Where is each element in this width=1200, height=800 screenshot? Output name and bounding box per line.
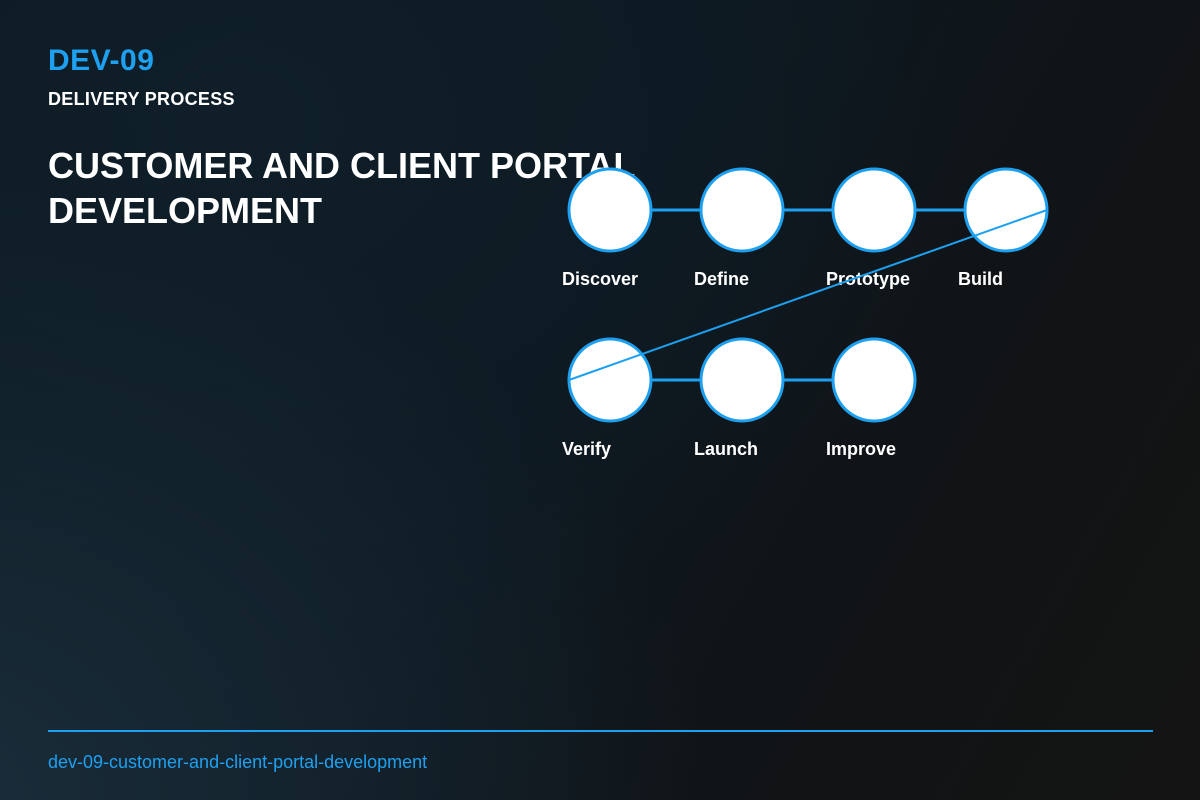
process-node-verify [567,337,653,423]
process-node-launch [699,337,785,423]
process-node-label: Build [958,269,1003,289]
section-subtitle: DELIVERY PROCESS [48,89,235,109]
process-node-define [699,167,785,253]
doc-code: DEV-09 [48,44,155,77]
process-node-label: Discover [562,269,638,289]
process-node-label: Launch [694,439,758,459]
process-node-label: Prototype [826,269,910,289]
row-wrap-connector [568,209,1048,381]
footer-slug: dev-09-customer-and-client-portal-develo… [48,752,428,772]
process-node-prototype [831,167,917,253]
process-node-label: Improve [826,439,896,459]
process-node-improve [831,337,917,423]
process-node-discover [567,167,653,253]
process-node-build [963,167,1049,253]
footer-divider [48,730,1153,732]
process-node-label: Define [694,269,749,289]
process-node-label: Verify [562,439,611,459]
wrap-connector-layer [568,209,1048,381]
page-title: CUSTOMER AND CLIENT PORTAL DEVELOPMENT [48,145,635,231]
